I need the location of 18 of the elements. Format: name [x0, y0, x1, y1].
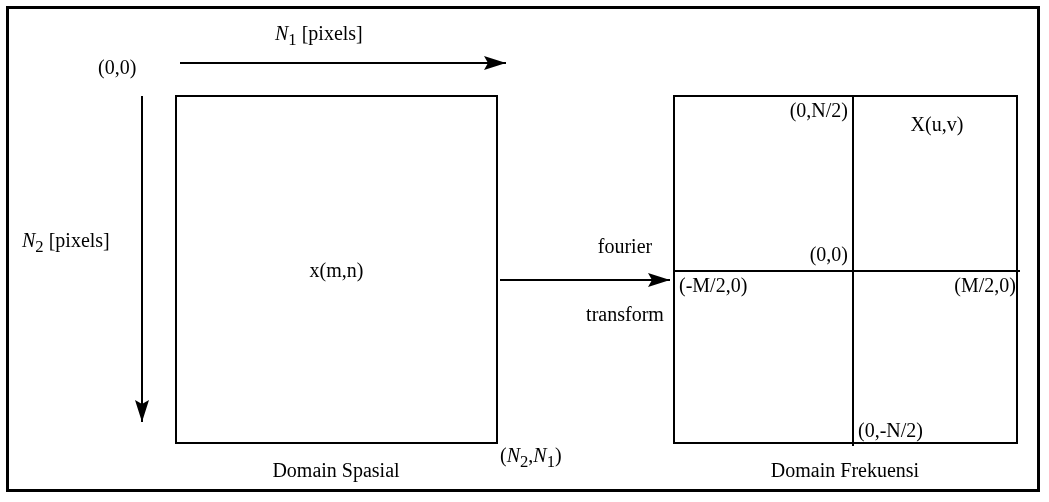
box-outline — [673, 95, 1018, 444]
node-box — [852, 270, 1020, 446]
node-text: x(m,n) — [309, 258, 364, 281]
node-text: (0,-N/2) — [858, 419, 923, 442]
axis-label: (0,0) — [98, 56, 137, 79]
arrow — [499, 272, 671, 287]
edge-label: fourier transform — [585, 233, 665, 327]
node-text: (M/2,0) — [954, 274, 1016, 297]
node-text: (-M/2,0) — [679, 274, 748, 297]
axis-label: (N$_{2}$,N$_{1}$) — [500, 444, 562, 472]
node-text: X(u,v) — [910, 113, 964, 136]
node-text: (0,N/2) — [789, 99, 848, 122]
node-box — [175, 95, 498, 444]
axis-label: N$_{1}$ [pixels] — [275, 22, 363, 50]
node-text: (0,0) — [809, 243, 848, 266]
axis-label: N$_{2}$ [pixels] — [22, 229, 110, 257]
node-label: Domain Spasial — [272, 459, 400, 482]
node-label: Domain Frekuensi — [770, 459, 920, 482]
